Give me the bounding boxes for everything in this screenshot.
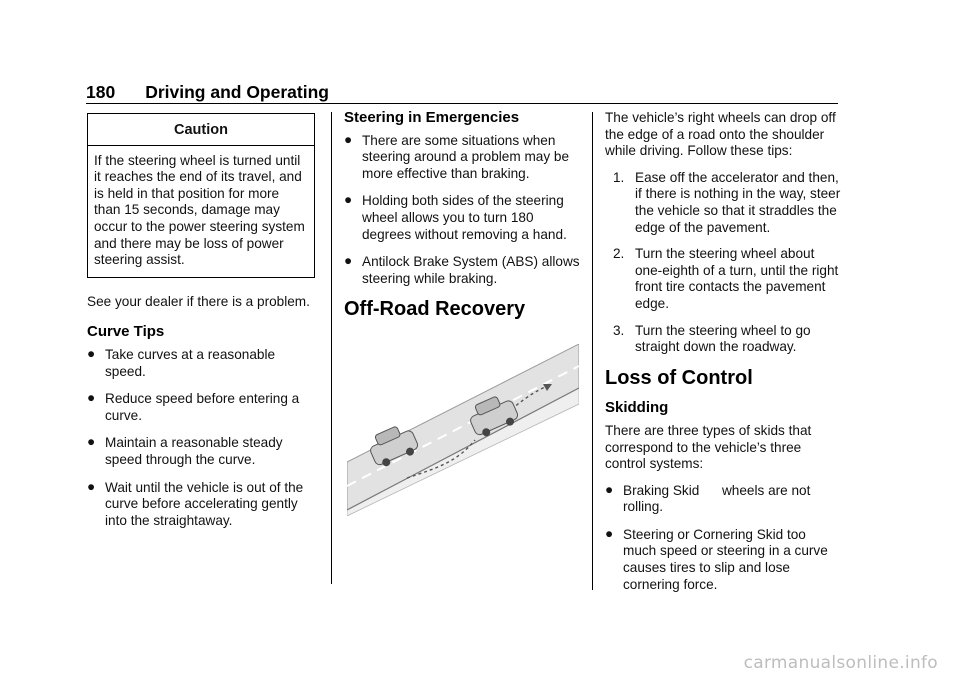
list-item: 3.Turn the steering wheel to go straight… bbox=[613, 322, 811, 355]
bullet-icon: ● bbox=[344, 192, 353, 208]
list-item: ●Steering or Cornering Skid too much spe… bbox=[605, 525, 828, 592]
skid-types-list: ●Braking Skid wheels are not rolling. ●S… bbox=[605, 481, 841, 594]
column-2: Steering in Emergencies ●There are some … bbox=[344, 109, 580, 521]
list-item: ●Reduce speed before entering a curve. bbox=[87, 390, 300, 423]
caution-box: Caution If the steering wheel is turned … bbox=[87, 113, 315, 278]
bullet-icon: ● bbox=[87, 345, 96, 361]
off-road-intro: The vehicle’s right wheels can drop off … bbox=[605, 110, 836, 159]
bullet-icon: ● bbox=[87, 434, 96, 450]
page-header: 180 Driving and Operating bbox=[86, 82, 329, 103]
column-1: Caution If the steering wheel is turned … bbox=[87, 113, 319, 540]
list-item: 2.Turn the steering wheel about one-eigh… bbox=[613, 246, 839, 311]
loss-of-control-heading: Loss of Control bbox=[605, 366, 753, 389]
list-item: ●Take curves at a reasonable speed. bbox=[87, 345, 276, 379]
section-title: Driving and Operating bbox=[145, 82, 329, 102]
list-item: ●Maintain a reasonable steady speed thro… bbox=[87, 434, 283, 467]
caution-title: Caution bbox=[88, 114, 314, 146]
list-item: ●Braking Skid wheels are not rolling. bbox=[605, 481, 815, 515]
bullet-icon: ● bbox=[344, 253, 353, 269]
column-divider-1 bbox=[331, 112, 332, 584]
bullet-icon: ● bbox=[344, 131, 353, 147]
skidding-heading: Skidding bbox=[605, 399, 669, 417]
curve-tips-heading: Curve Tips bbox=[87, 323, 165, 341]
column-divider-2 bbox=[592, 112, 593, 590]
page-number: 180 bbox=[86, 82, 116, 102]
off-road-recovery-heading: Off-Road Recovery bbox=[344, 298, 526, 321]
curve-tips-list: ●Take curves at a reasonable speed. ●Red… bbox=[87, 345, 319, 529]
bullet-icon: ● bbox=[87, 478, 96, 494]
list-item: ●Holding both sides of the steering whee… bbox=[344, 192, 567, 242]
list-item: ●Antilock Brake System (ABS) allows stee… bbox=[344, 253, 580, 286]
column-3: The vehicle’s right wheels can drop off … bbox=[605, 110, 841, 604]
dealer-text: See your dealer if there is a problem. bbox=[87, 293, 310, 309]
bullet-icon: ● bbox=[87, 390, 96, 406]
skid-intro: There are three types of skids that corr… bbox=[605, 422, 812, 472]
bullet-icon: ● bbox=[605, 481, 614, 497]
list-item: 1.Ease off the accelerator and then, if … bbox=[613, 169, 841, 235]
off-road-recovery-illustration bbox=[346, 343, 580, 517]
caution-text: If the steering wheel is turned until it… bbox=[94, 152, 305, 268]
list-item: ●There are some situations when steering… bbox=[344, 131, 570, 181]
list-item: ●Wait until the vehicle is out of the cu… bbox=[87, 478, 304, 528]
header-rule bbox=[86, 103, 838, 104]
steering-list: ●There are some situations when steering… bbox=[344, 131, 580, 288]
off-road-steps: 1.Ease off the accelerator and then, if … bbox=[605, 170, 841, 356]
watermark: carmanualsonline.info bbox=[743, 653, 938, 673]
bullet-icon: ● bbox=[605, 525, 614, 541]
steering-emergencies-heading: Steering in Emergencies bbox=[344, 109, 520, 126]
